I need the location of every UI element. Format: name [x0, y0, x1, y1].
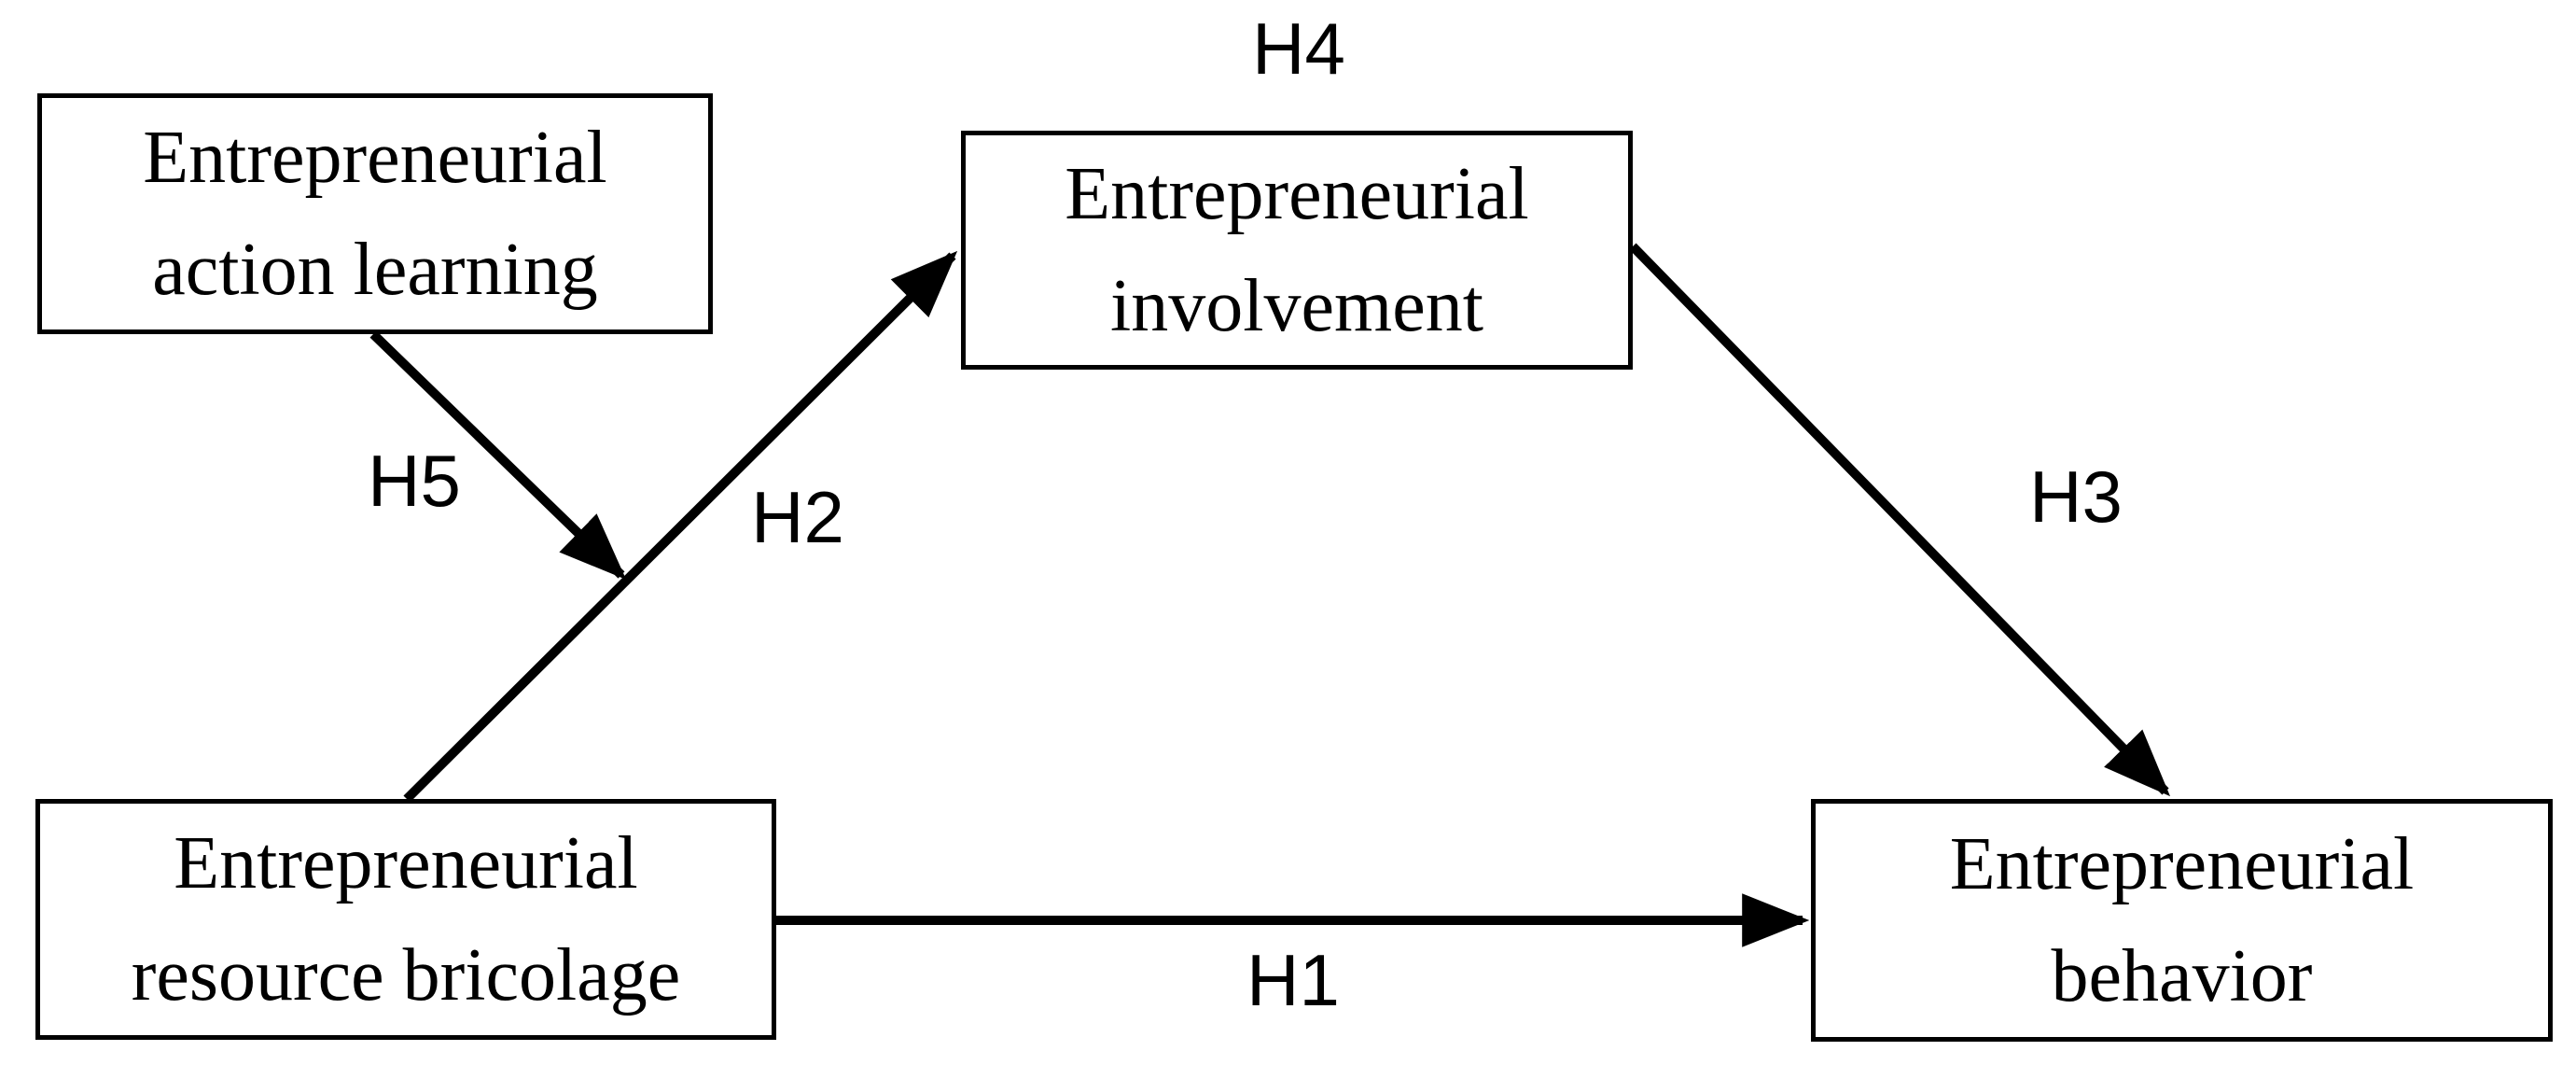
h5-arrow: [369, 330, 627, 581]
node-entrepreneurial-behavior: Entrepreneurial behavior: [1811, 799, 2553, 1042]
label-h3: H3: [2029, 455, 2123, 538]
node-label-line: action learning: [152, 229, 598, 311]
node-label-line: Entrepreneurial: [143, 117, 607, 199]
h2-arrow: [403, 250, 958, 803]
label-h5: H5: [368, 440, 461, 522]
h3-arrow: [1629, 243, 2171, 797]
label-h4: H4: [1252, 7, 1345, 90]
node-label-line: involvement: [1110, 265, 1483, 347]
node-entrepreneurial-involvement: Entrepreneurial involvement: [961, 131, 1633, 370]
node-label-line: behavior: [2051, 935, 2313, 1017]
node-label-line: Entrepreneurial: [1949, 823, 2415, 905]
label-h1: H1: [1246, 939, 1340, 1021]
node-label-line: Entrepreneurial: [174, 822, 638, 904]
node-label-line: Entrepreneurial: [1065, 153, 1529, 235]
node-entrepreneurial-action-learning: Entrepreneurial action learning: [37, 93, 713, 334]
node-label-line: resource bricolage: [131, 934, 681, 1016]
label-h2: H2: [751, 476, 844, 558]
node-entrepreneurial-resource-bricolage: Entrepreneurial resource bricolage: [35, 799, 776, 1040]
